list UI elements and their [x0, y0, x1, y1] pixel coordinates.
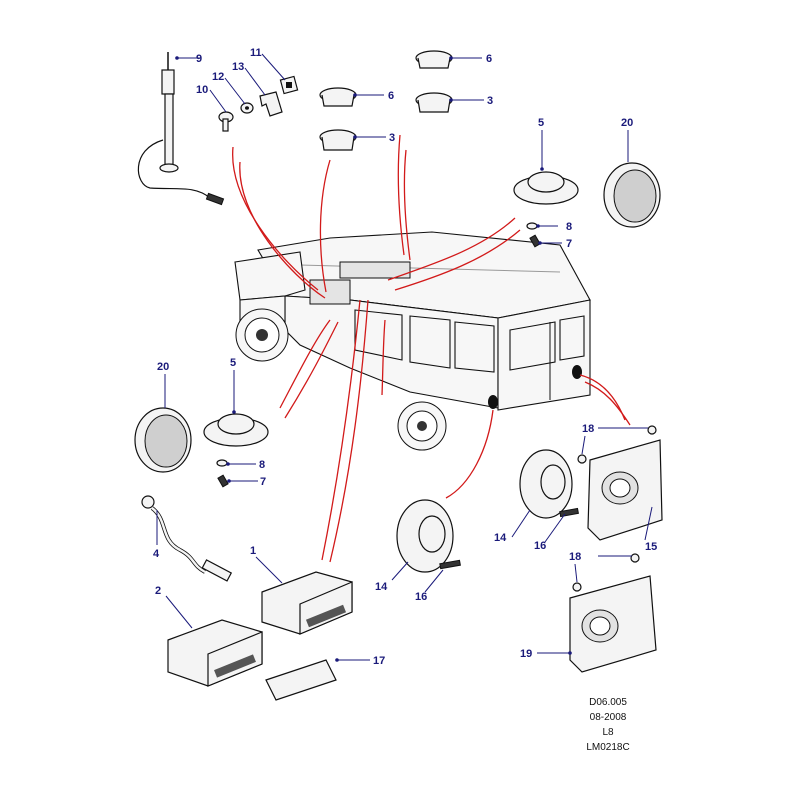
connector-part — [279, 75, 299, 95]
callout-15: 15 — [645, 541, 657, 553]
rear-wheel — [397, 401, 447, 451]
callout-3a: 3 — [487, 95, 493, 107]
vehicle-illustration — [234, 231, 591, 451]
callout-20a: 20 — [621, 117, 633, 129]
door-speaker-part — [513, 171, 579, 205]
callout-8b: 8 — [259, 459, 265, 471]
callout-leaders — [156, 53, 653, 662]
callout-18b: 18 — [569, 551, 581, 563]
callout-9: 9 — [196, 53, 202, 65]
bezel-part — [265, 659, 337, 701]
clip-part — [259, 91, 283, 117]
callout-16a: 16 — [415, 591, 427, 603]
fixing-part — [572, 425, 657, 592]
callout-20b: 20 — [157, 361, 169, 373]
callout-5a: 5 — [538, 117, 544, 129]
fixing-part — [526, 222, 541, 248]
callout-7a: 7 — [566, 238, 572, 250]
rear-speaker-part — [396, 499, 461, 573]
callout-13: 13 — [232, 61, 244, 73]
callout-12: 12 — [212, 71, 224, 83]
callout-16b: 16 — [534, 540, 546, 552]
tweeter-part — [319, 129, 357, 151]
callout-3b: 3 — [389, 132, 395, 144]
reference-l8: L8 — [602, 727, 614, 738]
reference-code: D06.005 — [589, 697, 627, 708]
reference-id: LM0218C — [586, 742, 629, 753]
washer-part — [240, 102, 254, 114]
tweeter-part — [319, 87, 357, 107]
callout-1: 1 — [250, 545, 256, 557]
callout-numbers: 9 10 12 13 11 6 6 3 3 5 20 8 7 20 5 8 7 … — [153, 47, 657, 667]
callout-6a: 6 — [486, 53, 492, 65]
speaker-enclosure-part — [587, 439, 663, 541]
door-speaker-part — [203, 413, 269, 447]
screw-part — [218, 111, 234, 132]
tweeter-part — [415, 92, 453, 113]
reference-date: 08-2008 — [590, 712, 627, 723]
harness-wires — [232, 134, 631, 563]
callout-14a: 14 — [375, 581, 388, 593]
callout-8a: 8 — [566, 221, 572, 233]
speaker-grille-part — [134, 407, 192, 473]
callout-7b: 7 — [260, 476, 266, 488]
radio-unit-part — [167, 619, 263, 687]
speaker-grille-part — [603, 162, 661, 228]
aerial-lead-part — [141, 495, 233, 582]
aerial-part — [137, 52, 225, 206]
callout-6b: 6 — [388, 90, 394, 102]
callout-19: 19 — [520, 648, 532, 660]
callout-2: 2 — [155, 585, 161, 597]
callout-17: 17 — [373, 655, 385, 667]
callout-14b: 14 — [494, 532, 507, 544]
callout-11: 11 — [250, 47, 262, 59]
callout-18a: 18 — [582, 423, 594, 435]
callout-4: 4 — [153, 548, 160, 560]
callout-10: 10 — [196, 84, 208, 96]
front-wheel — [235, 308, 289, 362]
tweeter-part — [415, 50, 453, 69]
rear-speaker-part — [519, 449, 579, 519]
speaker-enclosure-part — [569, 575, 657, 673]
radio-unit-part — [261, 571, 353, 635]
callout-5b: 5 — [230, 357, 236, 369]
reference-block: D06.005 08-2008 L8 LM0218C — [586, 697, 629, 753]
